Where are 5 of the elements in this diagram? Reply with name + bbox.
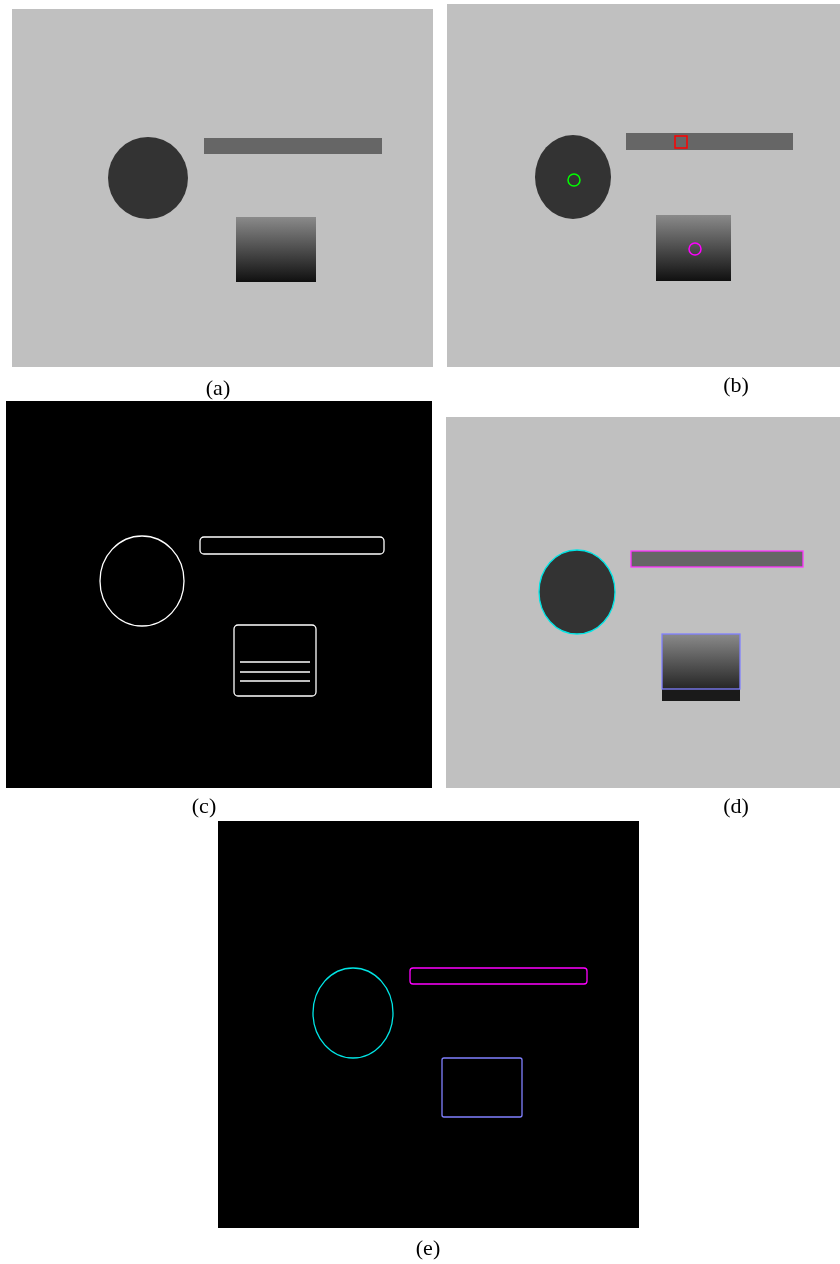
panel-label: (a) [205, 377, 231, 399]
panel-label: (b) [723, 374, 749, 396]
panel-label: (c) [191, 795, 217, 817]
panel-label: (d) [723, 795, 749, 817]
panel-label: (e) [415, 1237, 441, 1259]
